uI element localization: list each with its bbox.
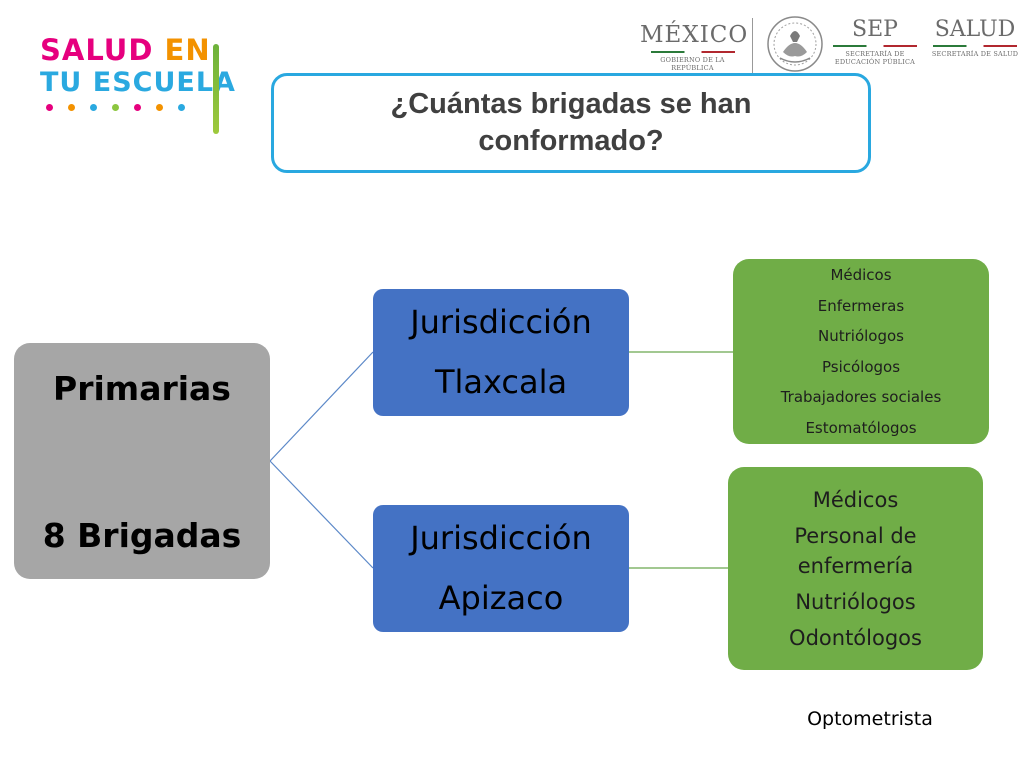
sep-subtitle-2: EDUCACIÓN PÚBLICA [834, 58, 916, 67]
sep-mark: SEP SECRETARÍA DE EDUCACIÓN PÚBLICA [830, 14, 920, 84]
salud-subtitle: SECRETARÍA DE SALUD [931, 50, 1019, 58]
salud-mark: SALUD SECRETARÍA DE SALUD [930, 14, 1020, 84]
mexico-wordmark: MÉXICO [640, 22, 749, 48]
logo-dot [134, 104, 141, 111]
list-item: Estomatólogos [805, 418, 917, 437]
list-item: Personal de enfermería [794, 523, 917, 578]
sep-rule [833, 45, 917, 47]
slide-title-text: ¿Cuántas brigadas se han conformado? [390, 87, 752, 157]
salud-wordmark: SALUD [934, 17, 1016, 42]
logo-dot [178, 104, 185, 111]
branch-node-name: Tlaxcala [434, 362, 568, 401]
list-item: Odontólogos [789, 625, 922, 650]
leaf-list-apizaco: Médicos Personal de enfermería Nutriólog… [728, 467, 983, 670]
logo-dot [112, 104, 119, 111]
slide-title: ¿Cuántas brigadas se han conformado? [271, 73, 871, 173]
logo-dot [68, 104, 75, 111]
logo-accent-bar [213, 44, 219, 134]
gobierno-mexico-mark: MÉXICO GOBIERNO DE LA REPÚBLICA [640, 14, 749, 84]
footnote-optometrista: Optometrista [807, 708, 933, 730]
list-item: Nutriólogos [818, 327, 904, 345]
branch-node-label: Jurisdicción [410, 519, 592, 558]
branch-node-tlaxcala: Jurisdicción Tlaxcala [373, 289, 629, 416]
list-item: Nutriólogos [795, 589, 916, 614]
sep-subtitle-1: SECRETARÍA DE [845, 50, 905, 58]
logo-dots [40, 104, 230, 111]
branch-node-apizaco: Jurisdicción Apizaco [373, 505, 629, 632]
branch-node-name: Apizaco [438, 578, 564, 617]
logo-word-escuela: ESCUELA [92, 67, 236, 98]
list-item: Médicos [830, 266, 892, 284]
list-item: Enfermeras [817, 296, 905, 315]
logo-dot [46, 104, 53, 111]
logo-word-en: EN [164, 33, 211, 67]
list-item: Psicólogos [821, 357, 901, 376]
header-divider [752, 18, 753, 80]
list-item: Trabajadores sociales [780, 388, 942, 406]
national-seal-icon [767, 16, 823, 72]
salud-en-tu-escuela-logo: SALUD EN TU ESCUELA [40, 33, 235, 136]
branch-node-label: Jurisdicción [410, 303, 592, 342]
mexico-rule [650, 51, 735, 53]
root-node-count: 8 Brigadas [42, 516, 242, 555]
root-node-primarias: Primarias 8 Brigadas [14, 343, 270, 579]
salud-rule [933, 45, 1017, 47]
root-node-label: Primarias [53, 369, 231, 408]
leaf-list-tlaxcala: Médicos Enfermeras Nutriólogos Psicólogo… [733, 259, 989, 444]
mexico-subtitle: GOBIERNO DE LA REPÚBLICA [660, 56, 725, 73]
logo-word-salud: SALUD [40, 33, 154, 67]
logo-dot [156, 104, 163, 111]
logo-word-tu: TU [40, 67, 83, 98]
connector-root-apizaco [269, 460, 374, 569]
list-item: Médicos [812, 487, 899, 512]
connector-root-tlaxcala [269, 351, 374, 462]
logo-dot [90, 104, 97, 111]
sep-wordmark: SEP [852, 17, 898, 42]
